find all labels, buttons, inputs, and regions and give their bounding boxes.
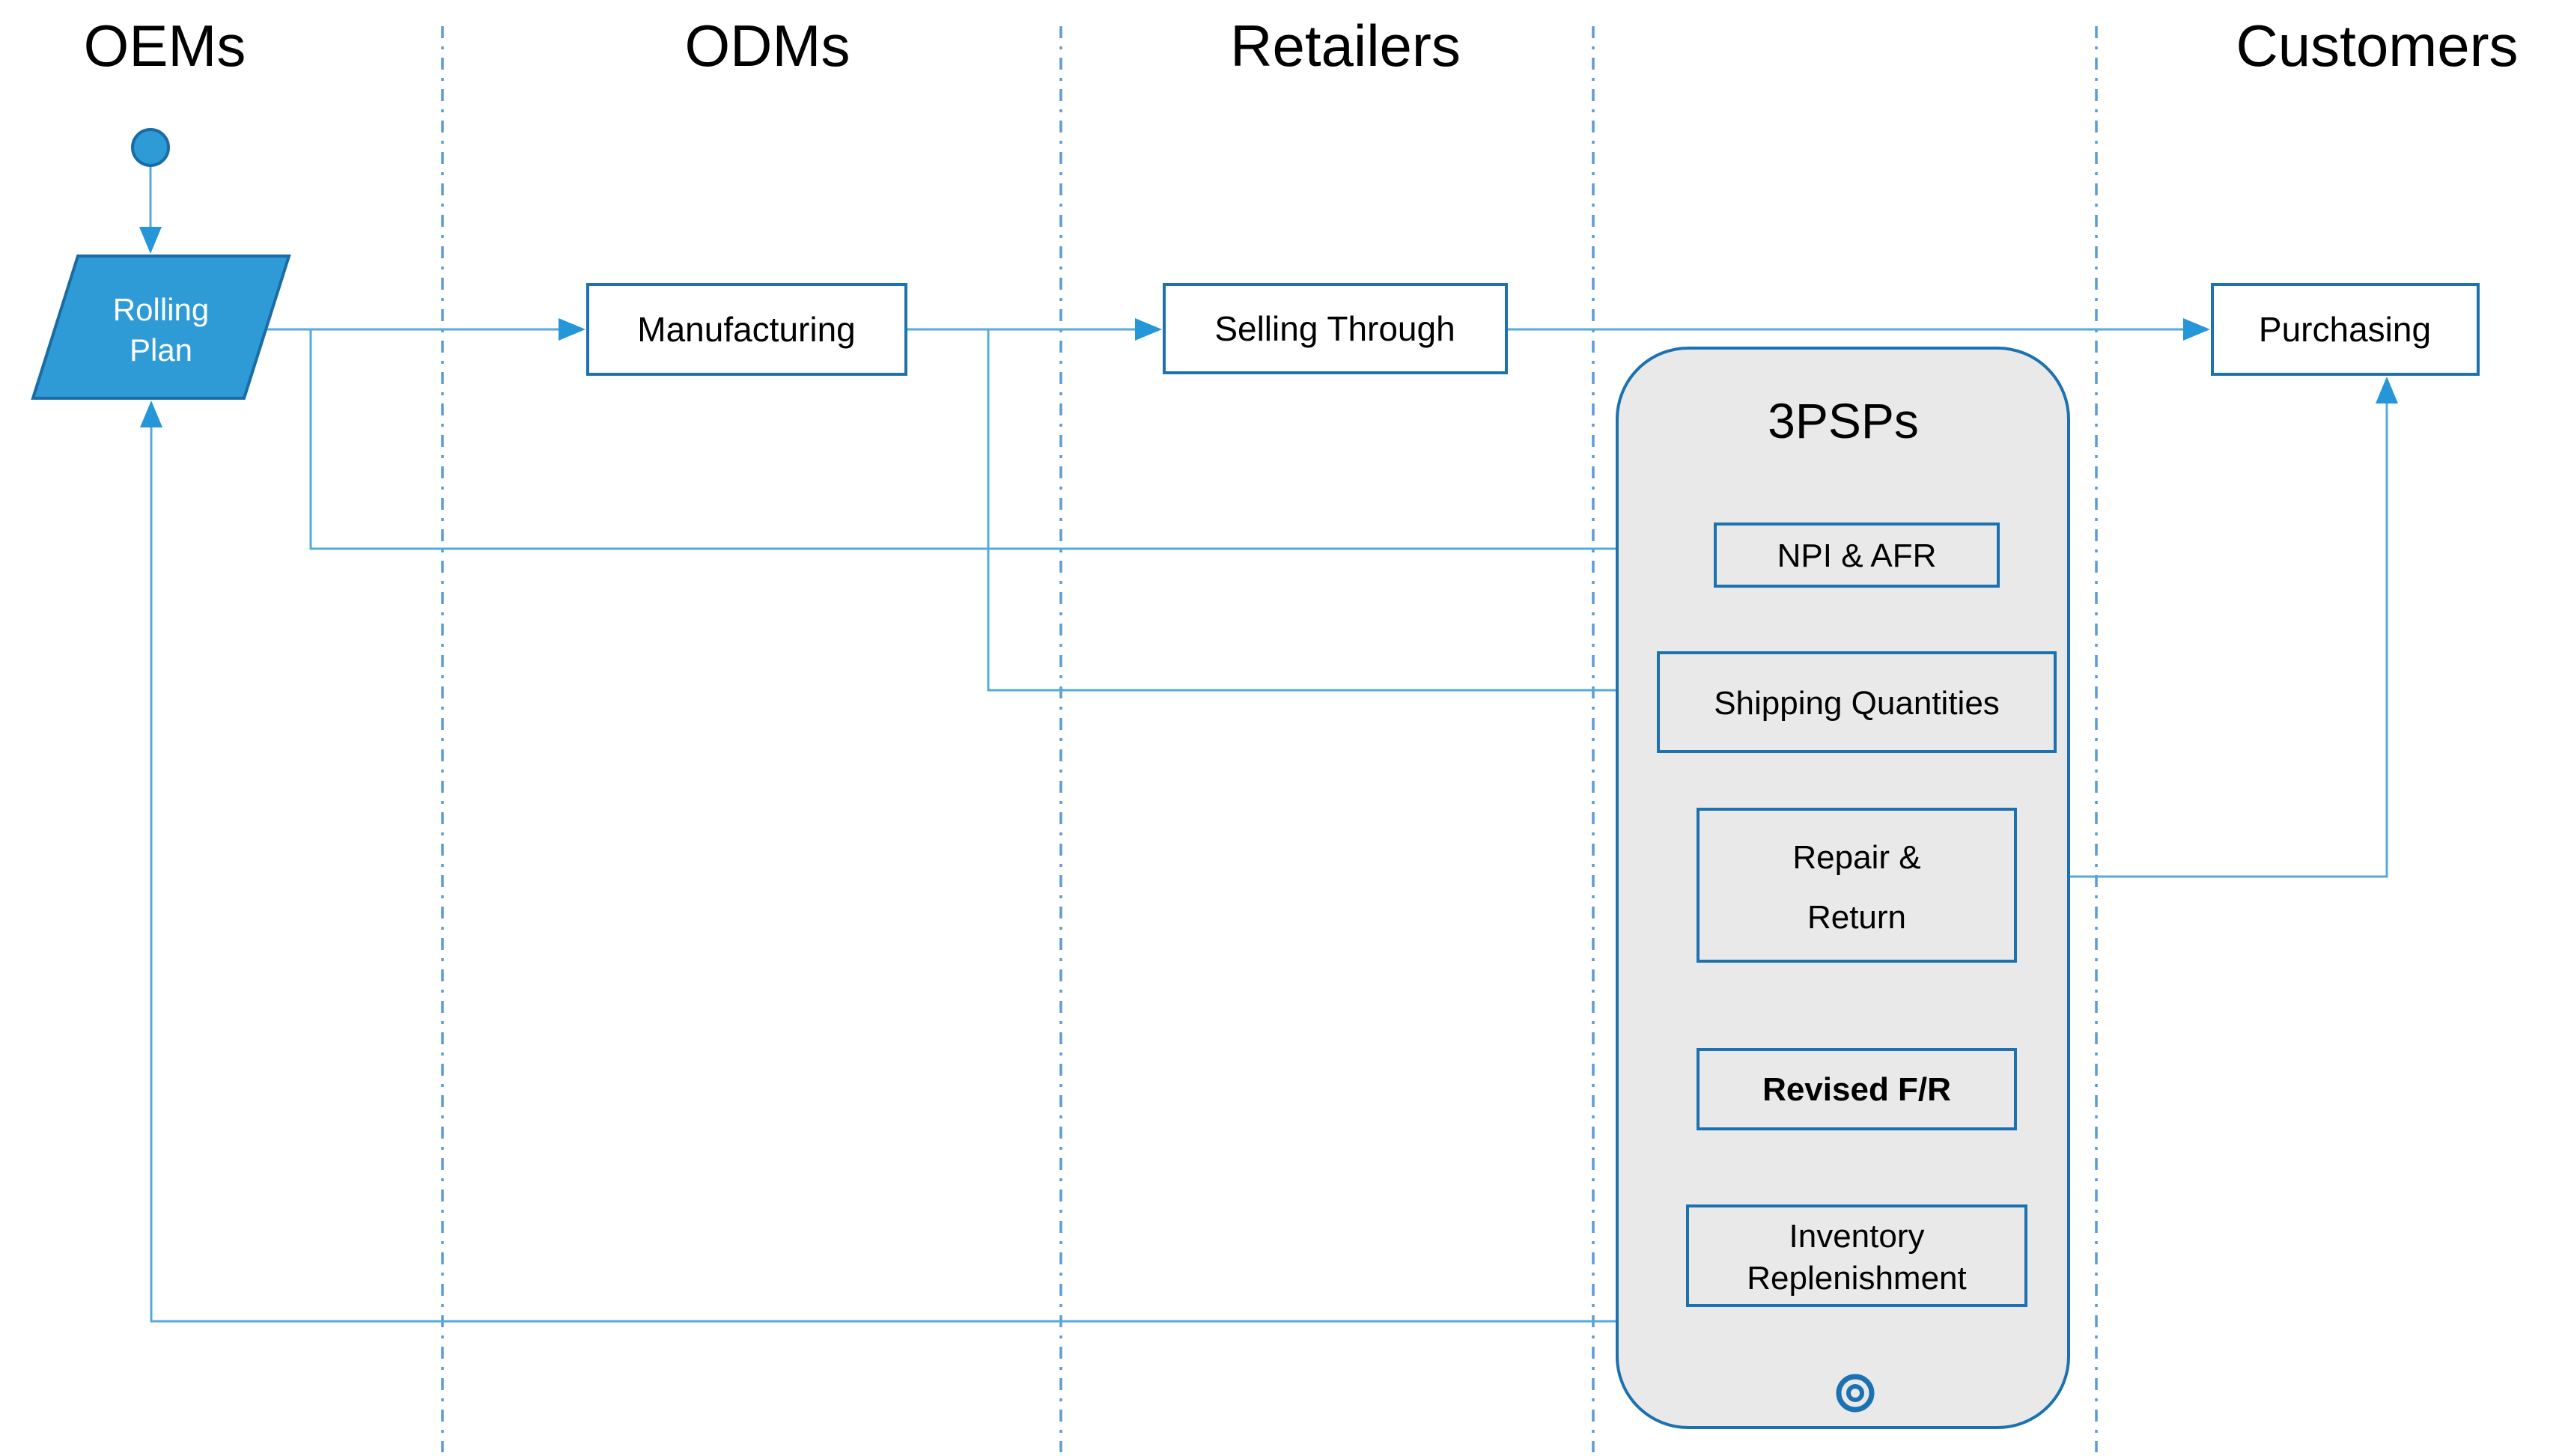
shipping-quantities-shape [1657,651,2057,753]
node-repair-return: Repair & Return [1697,808,2017,963]
connector-rolling-plan-to-npi-afr [309,329,1713,560]
end-node-inner-ring [1846,1384,1864,1402]
npi-afr-shape [1714,523,2000,588]
node-manufacturing: Manufacturing [586,283,907,376]
lane-header-odms: ODMs [685,13,851,79]
lane-header-retailers: Retailers [1230,13,1461,79]
inventory-replenishment-label-line2: Replenishment [1747,1260,1967,1297]
manufacturing-shape [586,283,907,376]
inventory-replenishment-label-line1: Inventory [1789,1218,1925,1255]
rolling-plan-label-line2: Plan [130,332,192,368]
start-node-icon [131,128,170,167]
repair-return-label-line1: Repair & [1792,839,1920,876]
revised-fr-shape [1697,1048,2017,1130]
purchasing-shape [2211,283,2480,376]
node-npi-afr: NPI & AFR [1714,523,2000,588]
selling-through-label: Selling Through [1214,309,1455,348]
manufacturing-label: Manufacturing [637,310,856,349]
selling-through-shape [1163,283,1508,374]
connector-inventory-replenishment-to-rolling-plan [140,400,1855,1323]
shipping-quantities-label: Shipping Quantities [1714,685,2000,722]
repair-return-shape [1697,808,2017,963]
connector-manufacturing-to-shipping-quantities [987,329,1656,701]
repair-return-label-line2: Return [1807,899,1906,936]
lane-header-customers: Customers [2236,13,2518,79]
npi-afr-label: NPI & AFR [1777,537,1937,574]
node-rolling-plan: Rolling Plan [31,255,291,400]
3psps-label: 3PSPs [1768,393,1919,448]
node-inventory-replenishment: Inventory Replenishment [1686,1204,2027,1307]
node-revised-fr: Revised F/R [1697,1048,2017,1130]
purchasing-label: Purchasing [2259,310,2431,349]
end-node-outer-ring [1836,1374,1875,1413]
connector-purchasing-repair-return-bidirectional [2018,377,2398,888]
inventory-replenishment-shape [1686,1204,2027,1307]
revised-fr-label: Revised F/R [1762,1071,1951,1108]
lane-header-oems: OEMs [84,13,246,79]
end-node-icon [1836,1374,1875,1413]
rolling-plan-label-line1: Rolling [113,292,209,327]
node-selling-through: Selling Through [1163,283,1508,374]
rolling-plan-shape [31,255,291,400]
node-shipping-quantities: Shipping Quantities [1657,651,2057,753]
node-purchasing: Purchasing [2211,283,2480,376]
